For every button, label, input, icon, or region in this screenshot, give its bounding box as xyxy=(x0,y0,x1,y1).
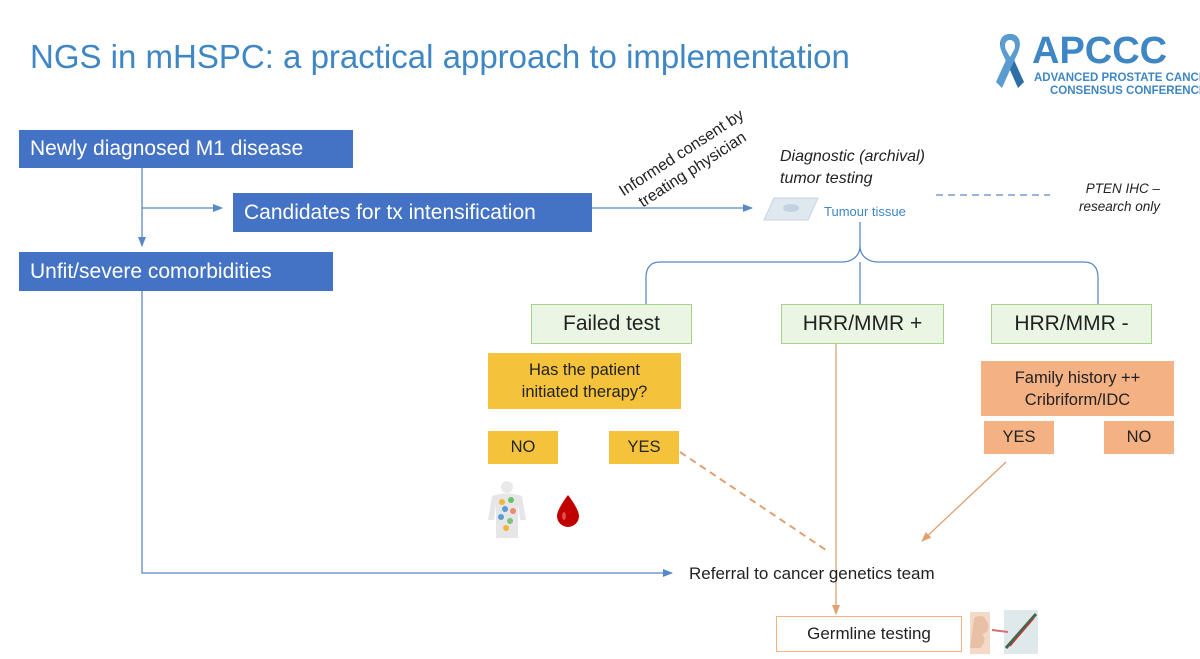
no-left-box: NO xyxy=(488,431,558,464)
pten-line2: research only xyxy=(1078,199,1160,214)
family-line2: Cribriform/IDC xyxy=(1024,390,1131,409)
no-left-label: NO xyxy=(510,438,536,456)
diagnostic-line1: Diagnostic (archival) xyxy=(780,148,925,165)
newly-diagnosed-label: Newly diagnosed M1 disease xyxy=(30,137,304,160)
blood-drop-icon xyxy=(557,495,579,527)
family-yes-to-referral xyxy=(921,461,1007,542)
yes-to-referral-dashed xyxy=(679,451,827,551)
hrr-pos-label: HRR/MMR + xyxy=(802,312,923,335)
tissue-slide-icon xyxy=(763,197,819,221)
candidates-label: Candidates for tx intensification xyxy=(244,200,536,224)
failed-test-box: Failed test xyxy=(531,304,692,344)
result-bracket xyxy=(645,222,1099,304)
yes-right-label: YES xyxy=(1002,428,1036,446)
family-history-box: Family history ++ Cribriform/IDC xyxy=(981,361,1174,416)
germline-label: Germline testing xyxy=(807,624,931,643)
hrr-pos-box: HRR/MMR + xyxy=(781,304,944,344)
logo-subtitle-line2: CONSENSUS CONFERENCE xyxy=(1050,85,1200,97)
logo-name: APCCC xyxy=(1032,30,1168,72)
no-right-label: NO xyxy=(1126,428,1152,446)
unfit-label: Unfit/severe comorbidities xyxy=(30,259,272,283)
tumour-tissue-label: Tumour tissue xyxy=(824,204,906,219)
pten-note: PTEN IHC – research only xyxy=(1050,180,1160,216)
hrr-neg-label: HRR/MMR - xyxy=(1014,312,1129,335)
awareness-ribbon-icon xyxy=(996,34,1024,88)
unfit-to-referral xyxy=(141,291,673,577)
family-line1: Family history ++ xyxy=(1014,368,1141,387)
failed-test-label: Failed test xyxy=(563,312,660,335)
germline-testing-box: Germline testing xyxy=(776,616,962,652)
question-line2: initiated therapy? xyxy=(521,383,648,401)
pten-line1: PTEN IHC – xyxy=(1085,181,1160,196)
diagnostic-line2: tumor testing xyxy=(780,170,873,187)
logo-subtitle-line1: ADVANCED PROSTATE CANCER xyxy=(1034,72,1200,84)
human-body-icon xyxy=(488,481,526,538)
newly-diagnosed-box: Newly diagnosed M1 disease xyxy=(19,130,353,168)
slide-title: NGS in mHSPC: a practical approach to im… xyxy=(30,38,850,75)
question-line1: Has the patient xyxy=(529,361,640,379)
diagnostic-testing-note: Diagnostic (archival) tumor testing xyxy=(780,146,925,190)
yes-right-box: YES xyxy=(984,421,1054,454)
referral-label: Referral to cancer genetics team xyxy=(689,564,935,583)
saliva-swab-icon xyxy=(970,610,1038,654)
therapy-question-box: Has the patient initiated therapy? xyxy=(488,353,681,409)
no-right-box: NO xyxy=(1104,421,1174,454)
candidates-box: Candidates for tx intensification xyxy=(233,193,592,232)
yes-left-box: YES xyxy=(609,431,679,464)
unfit-box: Unfit/severe comorbidities xyxy=(19,252,333,291)
yes-left-label: YES xyxy=(627,438,661,456)
hrr-neg-box: HRR/MMR - xyxy=(991,304,1152,344)
apccc-logo: APCCC ADVANCED PROSTATE CANCER CONSENSUS… xyxy=(992,30,1200,97)
